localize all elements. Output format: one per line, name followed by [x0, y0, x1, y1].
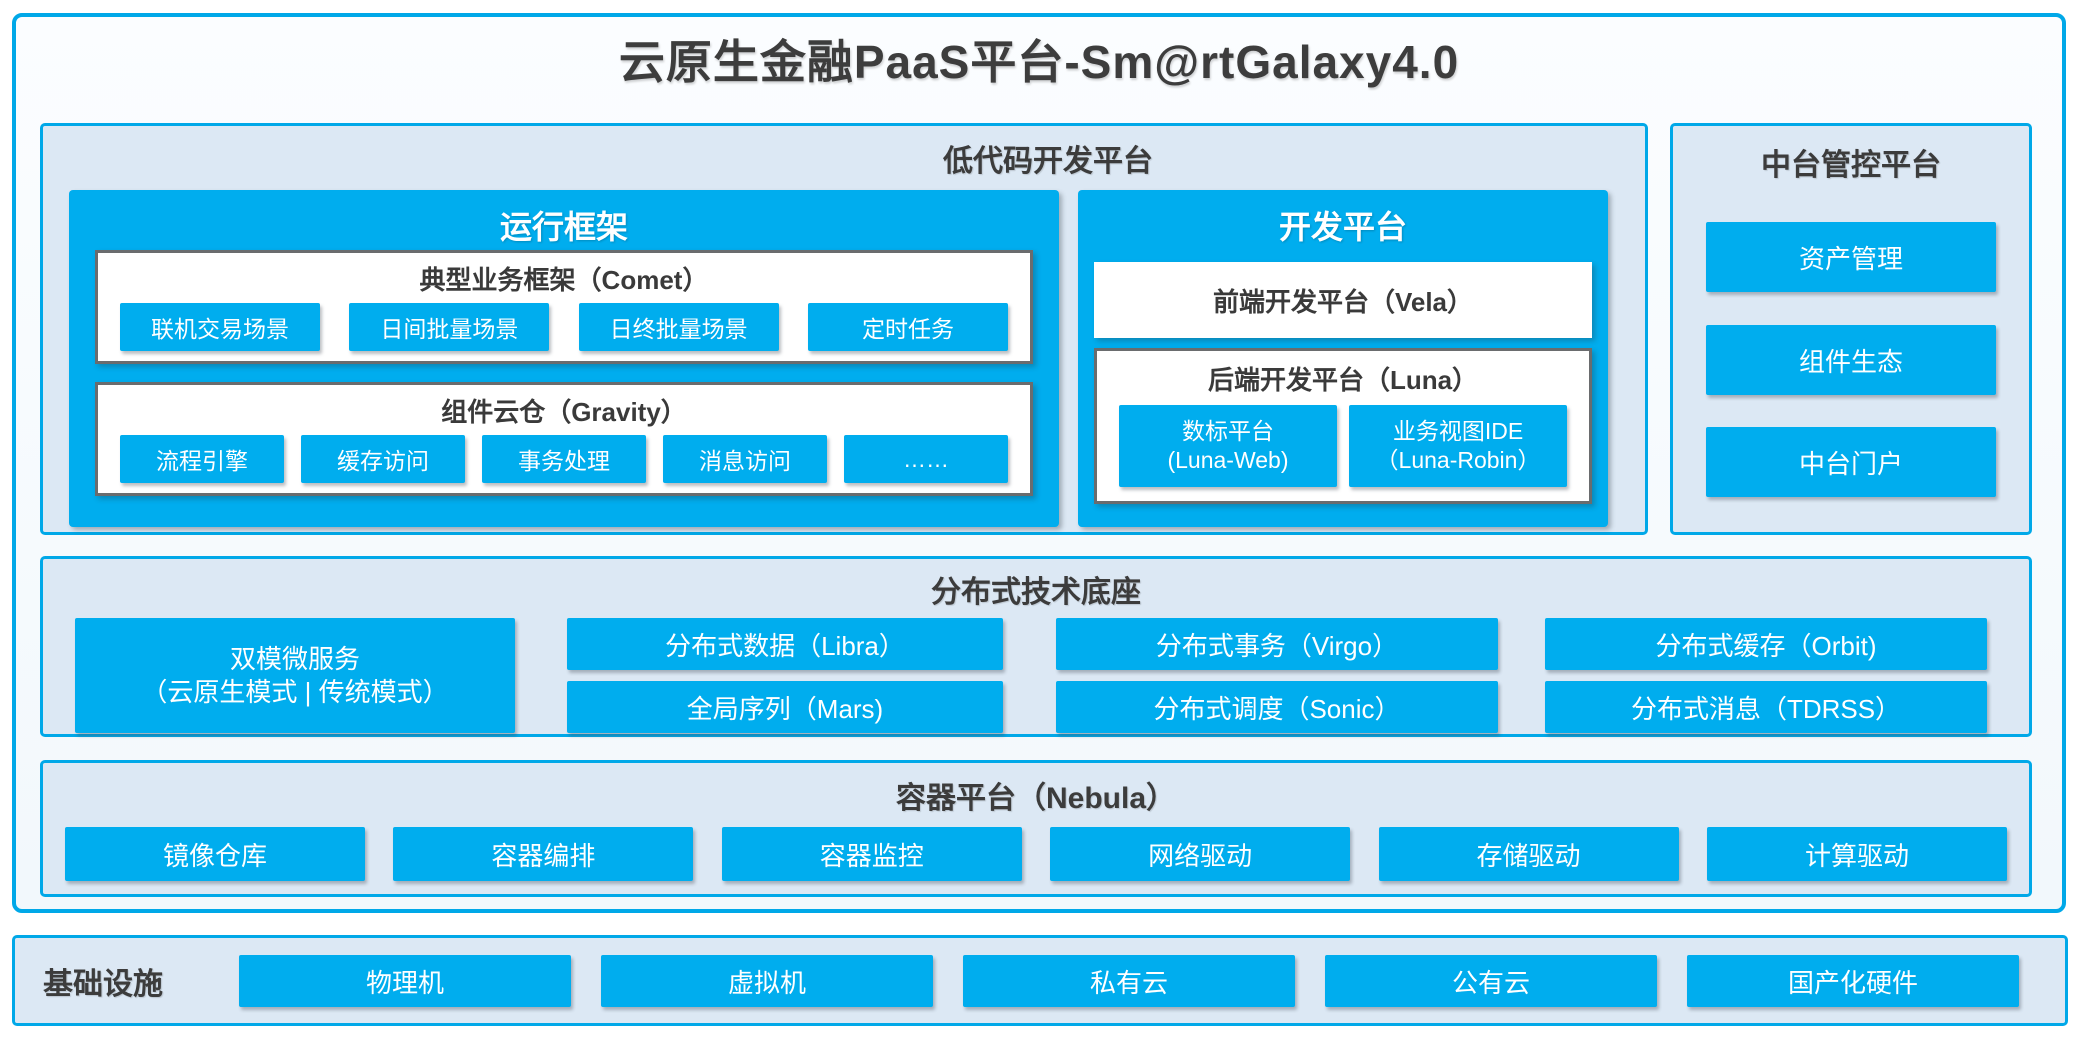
page-title: 云原生金融PaaS平台-Sm@rtGalaxy4.0 [618, 36, 1460, 88]
luna-chip-line2: (Luna-Web) [1167, 447, 1289, 473]
luna-chip-line2: （Luna-Robin） [1375, 447, 1541, 473]
midplat-title: 中台管控平台 [1761, 149, 1941, 182]
infra-chip: 物理机 [239, 955, 571, 1007]
comet-chip: 定时任务 [807, 303, 1008, 351]
section-midplat: 中台管控平台 资产管理 组件生态 中台门户 [1670, 123, 2032, 535]
container-chip: 存储驱动 [1378, 827, 1679, 881]
dist-chip-virgo: 分布式事务（Virgo） [1056, 618, 1498, 670]
luna-chip-line1: 数标平台 [1182, 418, 1274, 445]
vela-box: 前端开发平台（Vela） [1094, 262, 1592, 338]
container-chip: 容器编排 [393, 827, 694, 881]
dual-mode-box: 双模微服务 （云原生模式 | 传统模式） [75, 618, 515, 733]
luna-box: 后端开发平台（Luna） 数标平台 (Luna-Web) 业务视图IDE （Lu… [1094, 348, 1592, 504]
runtime-frame-title: 运行框架 [499, 209, 628, 245]
comet-chip: 日终批量场景 [578, 303, 779, 351]
container-chip: 计算驱动 [1706, 827, 2007, 881]
devplat-title: 开发平台 [1278, 209, 1407, 245]
infra-chip: 虚拟机 [601, 955, 933, 1007]
devplat-box: 开发平台 前端开发平台（Vela） 后端开发平台（Luna） 数标平台 (Lun… [1078, 190, 1608, 527]
dist-chip-sonic: 分布式调度（Sonic） [1056, 681, 1498, 733]
infra-chip: 私有云 [963, 955, 1295, 1007]
gravity-title: 组件云仓（Gravity） [441, 397, 687, 427]
dual-mode-line2: （云原生模式 | 传统模式） [141, 676, 449, 707]
gravity-chip: 流程引擎 [120, 435, 284, 483]
infra-label: 基础设施 [43, 967, 163, 1001]
section-dist: 分布式技术底座 双模微服务 （云原生模式 | 传统模式） 分布式数据（Libra… [40, 556, 2032, 737]
midplat-button: 组件生态 [1706, 325, 1996, 395]
dist-chip-tdrss: 分布式消息（TDRSS） [1545, 681, 1987, 733]
luna-chip: 业务视图IDE （Luna-Robin） [1349, 405, 1567, 487]
runtime-frame-box: 运行框架 典型业务框架（Comet） 联机交易场景 日间批量场景 日终批量场景 … [69, 190, 1059, 527]
midplat-button: 资产管理 [1706, 222, 1996, 292]
comet-box: 典型业务框架（Comet） 联机交易场景 日间批量场景 日终批量场景 定时任务 [95, 250, 1033, 364]
infra-chip: 公有云 [1325, 955, 1657, 1007]
comet-chip: 联机交易场景 [120, 303, 320, 351]
gravity-box: 组件云仓（Gravity） 流程引擎 缓存访问 事务处理 消息访问 …… [95, 382, 1033, 496]
vela-label: 前端开发平台（Vela） [1212, 286, 1474, 317]
container-chip: 网络驱动 [1050, 827, 1351, 881]
comet-chip: 日间批量场景 [349, 303, 550, 351]
section-infra: 基础设施 物理机 虚拟机 私有云 公有云 国产化硬件 [12, 935, 2068, 1026]
dist-title: 分布式技术底座 [931, 576, 1141, 609]
container-chip: 镜像仓库 [65, 827, 365, 881]
midplat-button: 中台门户 [1706, 427, 1996, 497]
dist-chip-mars: 全局序列（Mars) [567, 681, 1003, 733]
gravity-chip: 缓存访问 [301, 435, 465, 483]
luna-chip-line1: 业务视图IDE [1392, 418, 1524, 445]
gravity-chip: 事务处理 [482, 435, 646, 483]
gravity-chip: …… [844, 435, 1008, 483]
container-title: 容器平台（Nebula） [895, 782, 1177, 815]
lowcode-title: 低代码开发平台 [943, 145, 1153, 178]
section-container: 容器平台（Nebula） 镜像仓库 容器编排 容器监控 网络驱动 存储驱动 计算… [40, 760, 2032, 897]
luna-title: 后端开发平台（Luna） [1207, 365, 1479, 395]
dual-mode-line1: 双模微服务 [229, 644, 360, 674]
gravity-chip: 消息访问 [663, 435, 827, 483]
luna-chip: 数标平台 (Luna-Web) [1119, 405, 1337, 487]
infra-chip: 国产化硬件 [1687, 955, 2019, 1007]
dist-chip-libra: 分布式数据（Libra） [567, 618, 1003, 670]
comet-title: 典型业务框架（Comet） [419, 265, 709, 295]
section-lowcode: 低代码开发平台 运行框架 典型业务框架（Comet） 联机交易场景 日间批量场景… [40, 123, 1648, 535]
dist-chip-orbit: 分布式缓存（Orbit) [1545, 618, 1987, 670]
container-chip: 容器监控 [721, 827, 1022, 881]
